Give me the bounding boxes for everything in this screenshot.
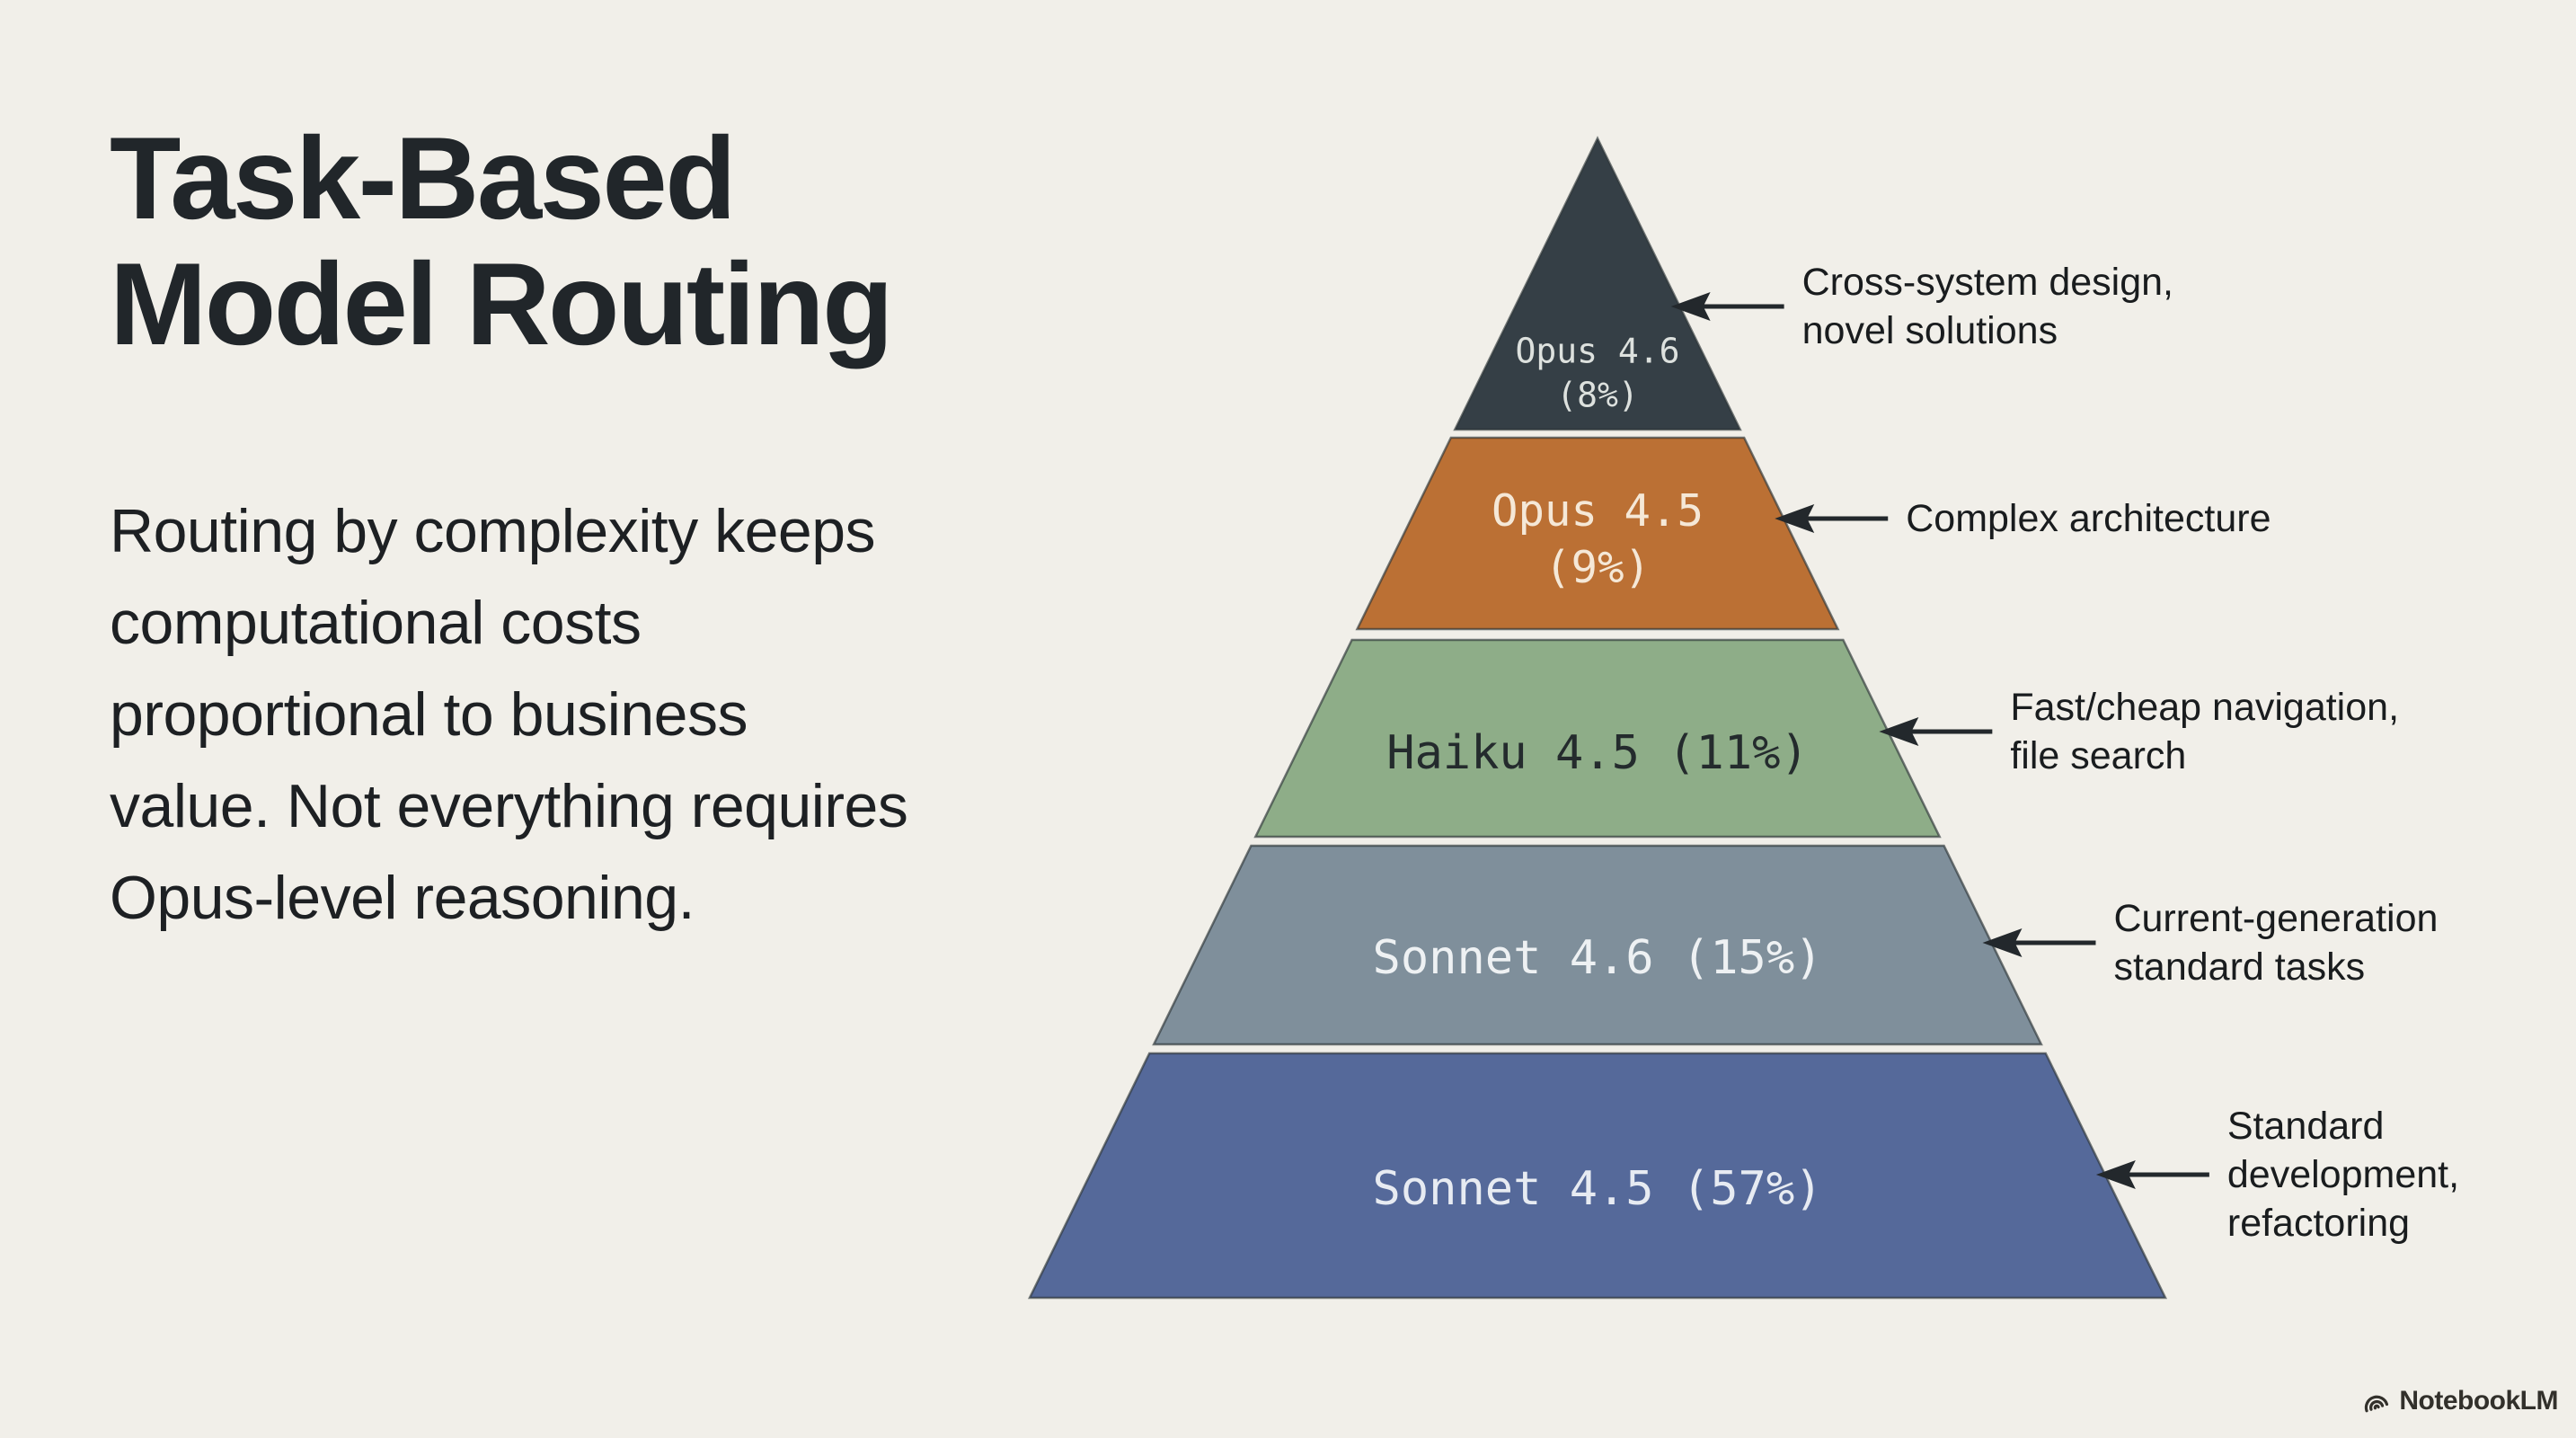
brand-footer: NotebookLM [2360, 1386, 2558, 1416]
annotation-text-sonnet-4-6: standard tasks [2113, 945, 2365, 989]
level-label-sonnet-4-5: Sonnet 4.5 (57%) [1373, 1162, 1823, 1216]
annotation-text-haiku-4-5: Fast/cheap navigation, [2010, 686, 2399, 729]
pyramid-level-sonnet-4-6 [1152, 844, 2043, 1046]
text-line: Opus-level reasoning. [110, 864, 695, 932]
annotation-text-opus-4-5: Complex architecture [1906, 497, 2271, 540]
text-line: proportional to business [110, 680, 748, 749]
annotation-text-haiku-4-5: file search [2010, 734, 2186, 777]
level-label-sonnet-4-6: Sonnet 4.6 (15%) [1373, 931, 1823, 985]
level-label-opus-4-5: (9%) [1545, 542, 1651, 593]
text-line: Model Routing [110, 238, 894, 369]
annotation-text-opus-4-6: novel solutions [1802, 309, 2058, 352]
pyramid-level-opus-4-6 [1453, 136, 1742, 431]
annotation-arrowhead-opus-4-5 [1775, 504, 1815, 533]
annotation-text-sonnet-4-6: Current-generation [2113, 897, 2438, 940]
pyramid-level-opus-4-5 [1355, 436, 1840, 631]
text-line: value. Not everything requires [110, 772, 908, 840]
text-line: computational costs [110, 589, 642, 657]
annotation-arrowhead-sonnet-4-5 [2095, 1160, 2136, 1189]
text-line: Task-Based [110, 112, 737, 244]
level-label-opus-4-6: Opus 4.6 [1515, 332, 1679, 371]
annotation-text-opus-4-6: Cross-system design, [1802, 261, 2173, 304]
text-line: Routing by complexity keeps [110, 497, 876, 565]
annotation-arrowhead-sonnet-4-6 [1982, 928, 2023, 957]
brand-name: NotebookLM [2399, 1386, 2558, 1416]
annotation-text-sonnet-4-5: refactoring [2227, 1202, 2410, 1245]
pyramid-level-sonnet-4-5 [1027, 1052, 2168, 1300]
notebooklm-logo-icon [2365, 1395, 2389, 1413]
level-label-opus-4-6: (8%) [1556, 375, 1639, 414]
level-label-haiku-4-5: Haiku 4.5 (11%) [1386, 726, 1809, 780]
annotation-arrowhead-haiku-4-5 [1879, 717, 1919, 746]
annotation-text-sonnet-4-5: development, [2227, 1153, 2459, 1196]
annotation-text-sonnet-4-5: Standard [2227, 1105, 2385, 1148]
annotation-arrowhead-opus-4-6 [1670, 292, 1711, 321]
description-text: Routing by complexity keeps computational… [110, 485, 1170, 944]
level-label-opus-4-5: Opus 4.5 [1492, 485, 1704, 537]
pyramid-level-haiku-4-5 [1253, 638, 1942, 839]
